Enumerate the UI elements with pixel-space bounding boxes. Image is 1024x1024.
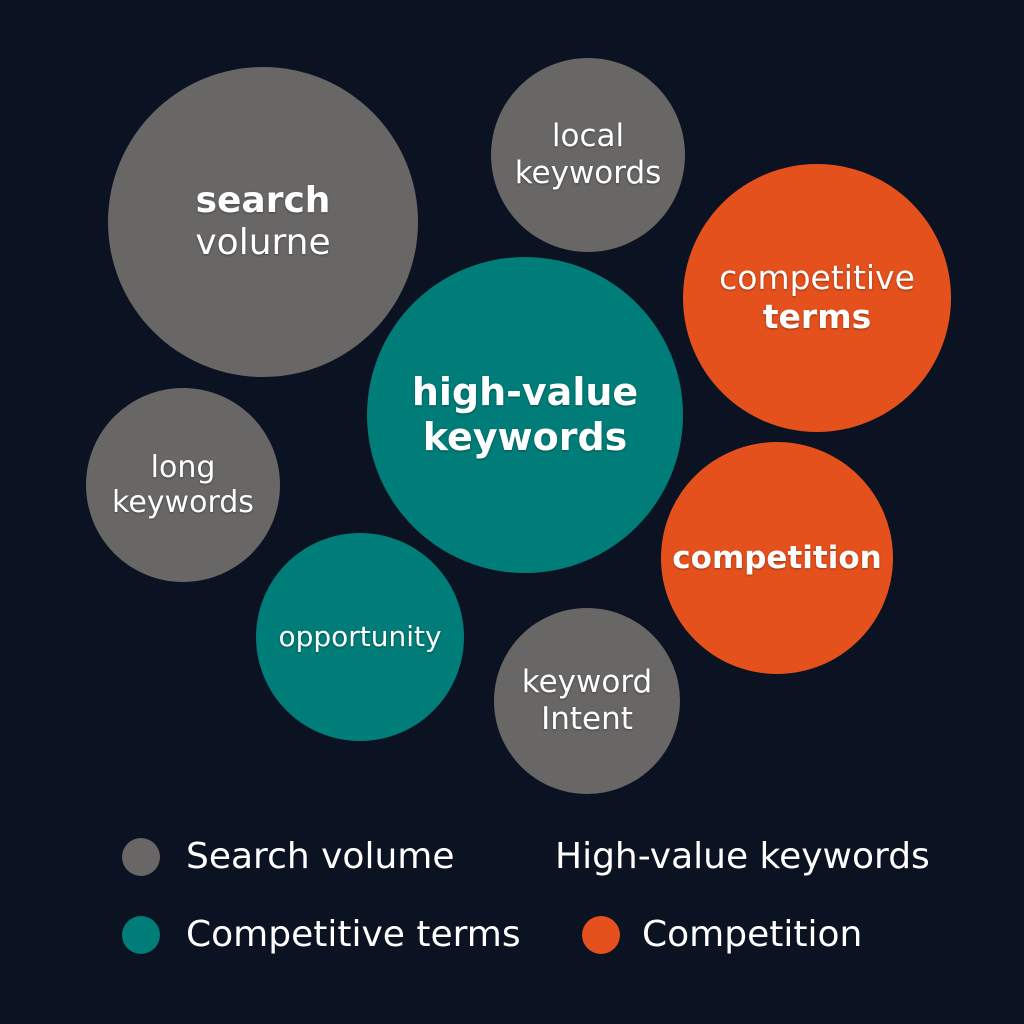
legend-label: High-value keywords — [555, 836, 930, 877]
bubble-label-line1: search — [195, 179, 331, 221]
legend-dot-orange-icon — [582, 915, 620, 954]
bubble-label-line1: competition — [672, 539, 882, 576]
legend-label: Search volume — [186, 836, 455, 877]
bubble-label-line2: Intent — [541, 701, 633, 737]
bubble-competition: competition — [661, 442, 893, 674]
legend-label: Competition — [642, 914, 863, 955]
legend-item-search-volume: Search volume — [122, 836, 455, 877]
bubble-local-keywords: local keywords — [491, 58, 685, 252]
bubble-label-line2: keywords — [112, 485, 254, 520]
bubble-keyword-intent: keyword Intent — [494, 608, 680, 794]
bubble-label-line1: local — [551, 118, 625, 155]
legend-dot-gray-icon — [122, 837, 160, 876]
legend-item-competition: Competition — [582, 914, 862, 955]
legend-item-competitive-terms: Competitive terms — [122, 914, 521, 955]
bubble-opportunity: opportunity — [256, 533, 464, 741]
legend-dot-teal-icon — [122, 915, 160, 954]
bubble-label-line2: keywords — [422, 415, 628, 459]
bubble-label-line1: keyword — [521, 664, 653, 701]
bubble-label-line1: long — [150, 449, 216, 485]
bubble-label-line1: opportunity — [278, 620, 442, 654]
bubble-label-line1: high-value — [411, 370, 639, 415]
bubble-label-line2: volurne — [195, 222, 331, 263]
legend-item-high-value-keywords: High-value keywords — [555, 836, 930, 877]
bubble-long-keywords: long keywords — [86, 388, 280, 582]
bubble-high-value-keywords: high-value keywords — [367, 257, 683, 573]
bubble-competitive-terms: competitive terms — [683, 164, 951, 432]
bubble-label-line2: keywords — [514, 155, 662, 191]
legend-label: Competitive terms — [186, 914, 521, 955]
bubble-label-line1: competitive — [719, 258, 915, 298]
bubble-search-volume: search volurne — [108, 67, 418, 377]
bubble-label-line2: terms — [762, 297, 872, 336]
